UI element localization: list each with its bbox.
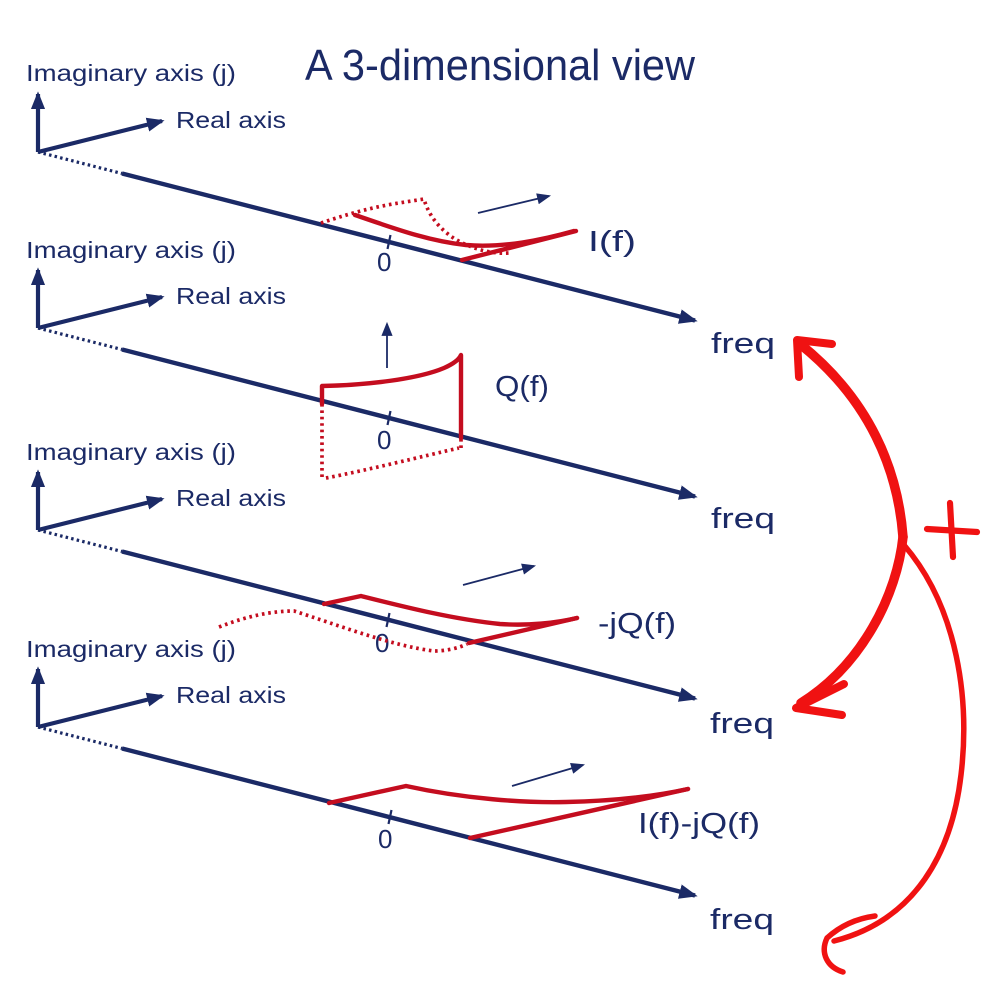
real-axis-arrow — [37, 495, 165, 533]
zero-tick — [387, 809, 393, 825]
sum-arrow-to-minus-jq-arrowhead-icon — [792, 680, 848, 719]
sum-arrow-to-i-shaft — [795, 339, 908, 542]
panel-i-of-f: Imaginary axis (j) Real axis freq 0 I(f) — [26, 60, 775, 360]
zero-tick — [386, 234, 392, 250]
freq-axis — [121, 746, 698, 899]
spectrum-curve-front — [321, 593, 580, 627]
freq-axis-label: freq — [710, 904, 774, 936]
real-axis-arrow — [37, 692, 165, 730]
direction-arrow — [477, 193, 552, 214]
real-axis-arrow — [37, 293, 165, 331]
sum-annotation: + — [792, 336, 981, 975]
spectrum-curve-baseline — [467, 786, 691, 841]
spectrum-curve-front — [319, 352, 464, 441]
page-title: A 3-dimensional view — [305, 41, 695, 90]
real-axis-label: Real axis — [176, 107, 286, 133]
zero-tick — [385, 612, 391, 628]
imaginary-axis-label: Imaginary axis (j) — [26, 439, 236, 465]
freq-axis-hidden-segment — [37, 725, 123, 751]
real-axis-label: Real axis — [176, 283, 286, 309]
real-axis-arrow — [37, 117, 165, 155]
real-axis-label: Real axis — [176, 485, 286, 511]
freq-axis-hidden-segment — [37, 326, 123, 352]
panel-q-of-f: Imaginary axis (j) Real axis freq 0 Q(f) — [26, 237, 775, 535]
freq-axis — [121, 549, 698, 702]
direction-arrow — [462, 563, 537, 586]
freq-axis-label: freq — [711, 328, 775, 360]
zero-label: 0 — [378, 824, 392, 854]
panel-minus-jq-of-f: Imaginary axis (j) Real axis freq 0 -jQ(… — [26, 439, 774, 740]
result-arrow-shaft — [831, 542, 967, 944]
spectrum-curve-baseline — [459, 228, 579, 263]
spectrum-curve-hidden — [320, 404, 463, 480]
sum-arrow-to-minus-jq-shaft — [796, 532, 908, 708]
sum-arrow-to-i-arrowhead-icon — [793, 336, 836, 381]
curve-label: I(f) — [588, 226, 636, 258]
freq-axis-label: freq — [711, 503, 775, 535]
zero-label: 0 — [375, 628, 389, 658]
spectrum-curve-hidden — [218, 609, 468, 653]
freq-axis-label: freq — [710, 708, 774, 740]
zero-label: 0 — [377, 247, 391, 277]
plus-vertical-stroke — [946, 499, 957, 561]
imaginary-axis-label: Imaginary axis (j) — [26, 60, 236, 86]
zero-tick — [386, 410, 392, 426]
direction-arrow — [511, 763, 586, 787]
freq-axis-hidden-segment — [37, 528, 123, 554]
imaginary-axis-label: Imaginary axis (j) — [26, 636, 236, 662]
zero-label: 0 — [377, 425, 391, 455]
panel-i-minus-jq: Imaginary axis (j) Real axis freq 0 I(f)… — [26, 636, 774, 936]
curve-label: Q(f) — [495, 371, 549, 403]
freq-axis — [121, 171, 698, 324]
plus-sign: + — [923, 499, 981, 561]
imaginary-axis-label: Imaginary axis (j) — [26, 237, 236, 263]
freq-axis — [121, 347, 698, 500]
real-axis-label: Real axis — [176, 682, 286, 708]
spectrum-curve-baseline — [466, 615, 580, 646]
freq-axis-hidden-segment — [37, 150, 123, 176]
result-arrow-arrowhead-icon — [821, 913, 878, 975]
curve-label: -jQ(f) — [598, 608, 676, 640]
curve-label: I(f)-jQ(f) — [638, 808, 760, 840]
